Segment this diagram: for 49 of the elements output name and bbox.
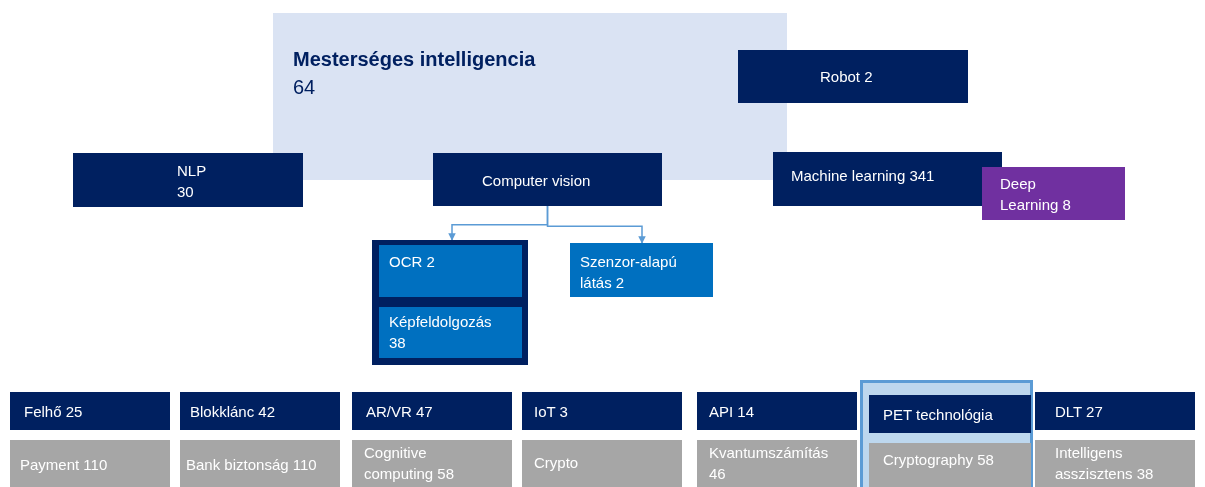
topic-box: [379, 245, 522, 297]
topic-box: [1035, 392, 1195, 430]
group-box: [372, 240, 528, 365]
topic-box: [352, 392, 512, 430]
topic-label: Payment 110: [20, 455, 109, 475]
topic-box: [773, 152, 1002, 206]
topic-box: [869, 395, 1031, 433]
topic-box: [982, 167, 1125, 220]
topic-label: Robot 2: [820, 67, 874, 87]
panel-heading: Mesterséges intelligencia: [293, 47, 537, 72]
arrow: [546, 205, 646, 244]
topic-label: PET technológia: [883, 405, 994, 425]
topic-box: [10, 440, 170, 487]
topic-box: [869, 443, 1031, 487]
topic-label: Kvantumszámítás 46: [709, 443, 830, 484]
topic-label: OCR 2: [389, 252, 436, 272]
topic-label: Intelligens asszisztens 38: [1055, 443, 1155, 484]
topic-box: [73, 153, 303, 207]
topic-label: Szenzor-alapú látás 2: [580, 252, 678, 293]
topic-label: AR/VR 47: [366, 402, 434, 422]
topic-box: [738, 50, 968, 103]
topic-box: [10, 392, 170, 430]
topic-label: Deep Learning 8: [1000, 174, 1072, 215]
topic-label: Bank biztonság 110: [186, 455, 318, 475]
topic-box: [570, 243, 713, 297]
topic-label: Cognitive computing 58: [364, 443, 456, 484]
topic-label: Felhő 25: [24, 402, 84, 422]
topic-box: [433, 153, 662, 206]
topic-label: Blokklánc 42: [190, 402, 277, 422]
topic-box: [1035, 440, 1195, 487]
topic-label: Képfeldolgozás 38: [389, 312, 493, 353]
topic-label: Computer vision: [482, 171, 592, 191]
topic-box: [180, 392, 340, 430]
topic-label: IoT 3: [534, 402, 569, 422]
topic-box: [522, 392, 682, 430]
count-label: 64: [293, 75, 317, 100]
topic-box: [697, 440, 857, 487]
topic-box: [180, 440, 340, 487]
topic-label: DLT 27: [1055, 402, 1104, 422]
topic-label: Machine learning 341: [791, 166, 936, 186]
topic-label: NLP 30: [177, 161, 207, 202]
topic-box: [379, 307, 522, 358]
highlight-frame: [860, 380, 1033, 487]
topic-label: Crypto: [534, 453, 580, 473]
topic-label: API 14: [709, 402, 756, 422]
topic-box: [352, 440, 512, 487]
topic-box: [697, 392, 857, 430]
topic-label: Cryptography 58: [883, 450, 995, 470]
topic-box: [522, 440, 682, 487]
